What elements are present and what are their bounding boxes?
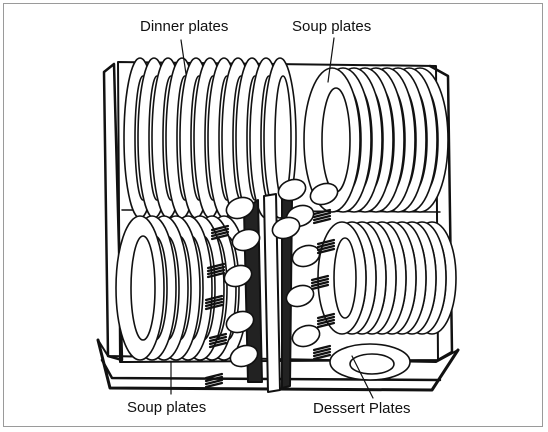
label-soup-plates-bottom: Soup plates — [127, 400, 206, 415]
label-dessert-plates: Dessert Plates — [313, 401, 411, 416]
dessert-plate-well — [334, 238, 356, 318]
soup-plate-well — [131, 236, 155, 340]
soup-plates-bottom-group — [116, 216, 248, 360]
label-soup-plates-top: Soup plates — [292, 19, 371, 34]
dessert-plates-group — [318, 222, 456, 380]
label-dinner-plates: Dinner plates — [140, 19, 228, 34]
soup-plate-well — [322, 88, 350, 192]
